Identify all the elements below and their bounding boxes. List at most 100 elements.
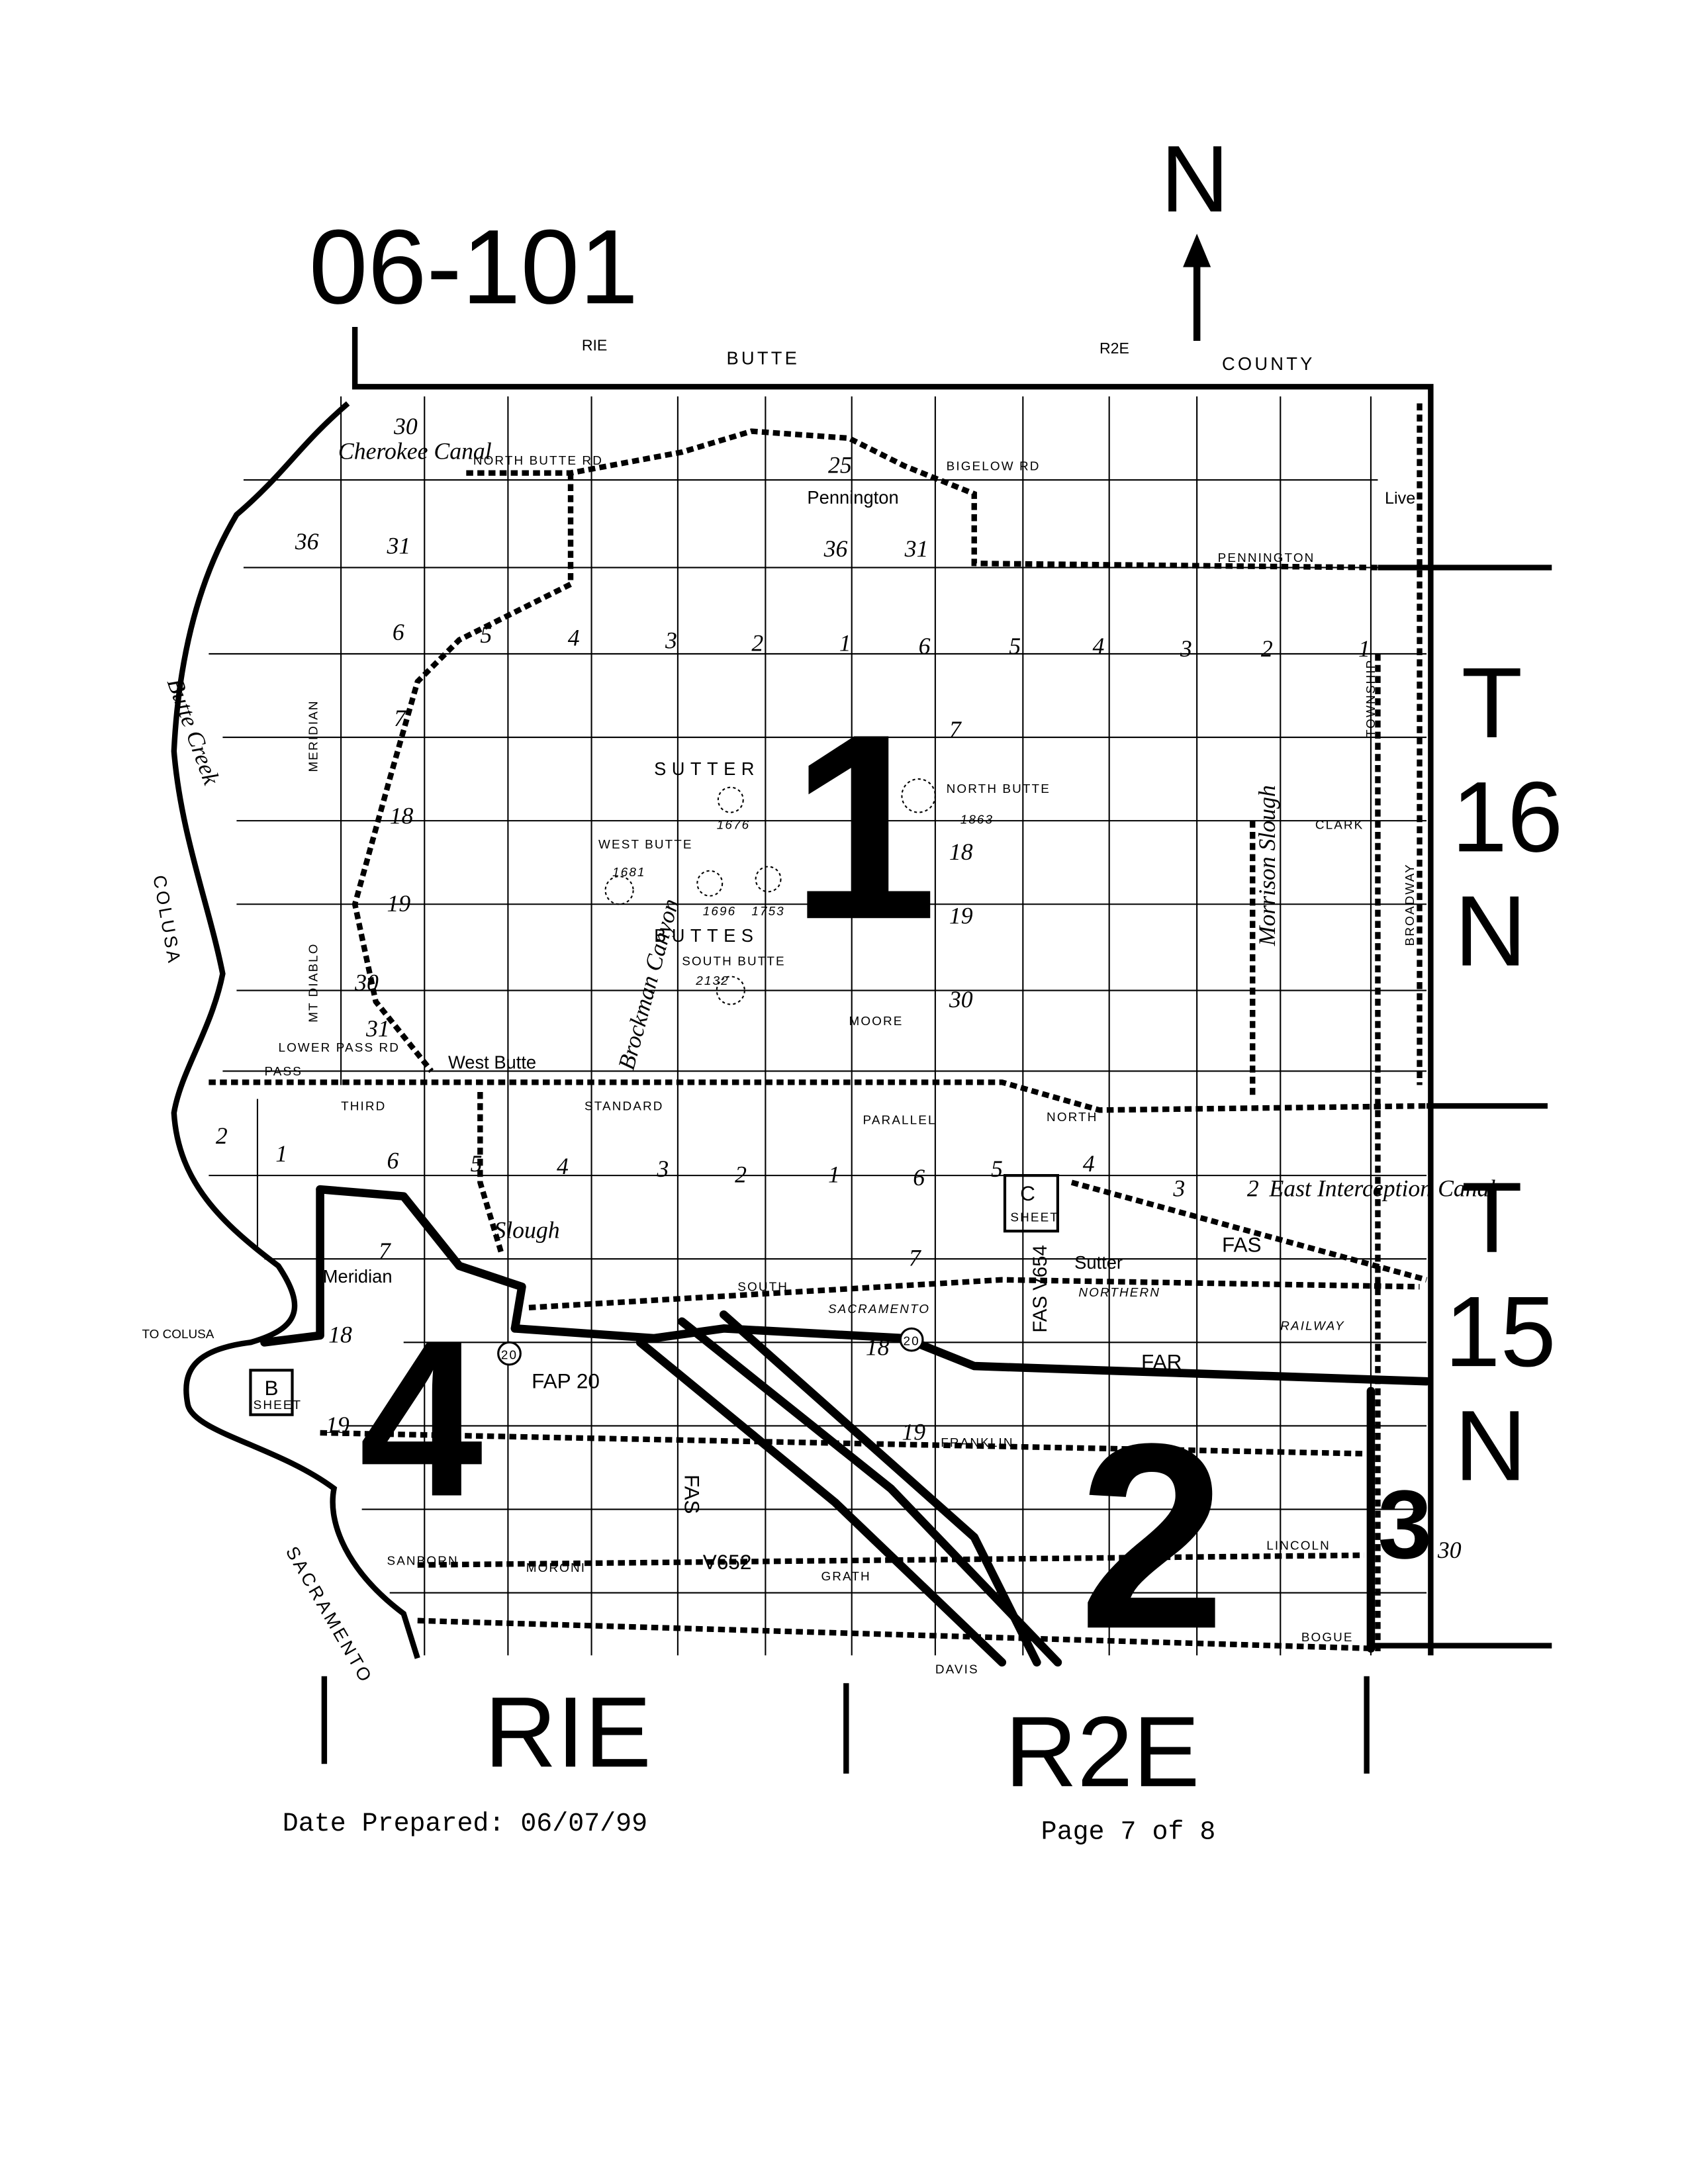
road-bigelow: BIGELOW RD [947, 459, 1041, 473]
section-numbers-top: 36 31 6 5 4 3 2 1 6 5 4 3 2 1 [295, 528, 1370, 662]
road-south: SOUTH [737, 1281, 788, 1295]
peak-name: WEST BUTTE [598, 838, 693, 852]
section-number: 3 [656, 1156, 669, 1182]
peak-1676: 1676 [717, 786, 750, 833]
route-20-shield-icon-2: 20 [899, 1327, 924, 1352]
peak-name: SOUTH BUTTE [682, 955, 786, 969]
township-15n-label: T 15 N [1444, 1162, 1556, 1502]
section-number: 6 [913, 1164, 925, 1191]
county-word: COUNTY [1222, 353, 1315, 374]
sheet-c-box [1003, 1174, 1059, 1233]
to-colusa-label: TO COLUSA [142, 1328, 214, 1342]
route-fas-v652: FAS [680, 1475, 704, 1514]
section-number: 2 [735, 1161, 747, 1188]
peak-south-butte: SOUTH BUTTE 2132 [682, 955, 786, 1005]
road-moore: MOORE [849, 1015, 904, 1028]
section-number: 18 [328, 1321, 352, 1347]
page-number: Page 7 of 8 [1041, 1817, 1216, 1847]
peak-elevation: 1863 [960, 813, 994, 827]
sheet-b-box [249, 1369, 294, 1416]
section-number: 4 [1083, 1150, 1095, 1177]
section-number: 7 [394, 705, 407, 731]
section-numbers-misc: 30 25 36 31 7 18 19 30 31 7 18 19 30 7 1… [326, 413, 1462, 1563]
section-number: 30 [354, 970, 379, 996]
place-meridian: Meridian [323, 1266, 393, 1287]
county-left-label: COLUSA [149, 874, 185, 967]
section-number: 18 [390, 802, 414, 829]
section-number: 1 [828, 1161, 840, 1188]
road-davis: DAVIS [935, 1663, 979, 1677]
section-number: 4 [568, 624, 580, 651]
section-number: 30 [1437, 1537, 1462, 1563]
route-fas-v654: FAS V654 [1029, 1245, 1051, 1332]
brockman-canyon: Brockman Canyon [613, 896, 684, 1073]
road-pass: PASS [264, 1065, 302, 1079]
north-label: N [1160, 127, 1229, 232]
section-number: 5 [1009, 633, 1021, 659]
zone-2: 2 [1078, 1388, 1225, 1684]
section-number: 6 [919, 633, 931, 659]
sheet-c-label: C [1020, 1181, 1035, 1205]
section-number: 19 [326, 1412, 350, 1438]
section-number: 36 [823, 535, 848, 562]
road-moroni: MORONI [526, 1561, 586, 1575]
road-township: TOWNSHIP [1364, 659, 1378, 737]
county-bottom-label: SACRAMENTO [282, 1543, 377, 1687]
county-top-label: BUTTE [726, 348, 800, 369]
road-bogue: BOGUE [1301, 1631, 1354, 1645]
section-number: 30 [949, 986, 973, 1013]
north-arrow-icon [1183, 234, 1211, 341]
section-number: 5 [991, 1156, 1003, 1182]
range-top-right: R2E [1099, 340, 1129, 357]
road-north-butte: NORTH BUTTE RD [473, 454, 603, 468]
t15-n: N [1454, 1390, 1526, 1502]
road-parallel: PARALLEL [863, 1113, 937, 1127]
peak-elevation: 1676 [717, 819, 750, 833]
road-mt-diablo: MT DIABLO [306, 942, 320, 1022]
route-far: FAR [1141, 1349, 1182, 1373]
section-number: 7 [379, 1238, 392, 1264]
t16-number: 16 [1452, 761, 1563, 873]
peak-1753: 1753 [751, 866, 784, 919]
section-number: 3 [1180, 635, 1192, 662]
t16-n: N [1454, 876, 1526, 987]
section-numbers-mid: 2 1 6 5 4 3 2 1 6 5 4 3 2 [216, 1122, 1259, 1202]
sutter-buttes-label-1: SUTTER [654, 758, 760, 779]
canal-east-interception: East Interception Canal [1268, 1175, 1495, 1202]
shield-number: 20 [904, 1335, 920, 1349]
section-number: 25 [828, 452, 852, 478]
section-number: 3 [1172, 1175, 1185, 1202]
route-fas-east: FAS [1222, 1233, 1262, 1257]
place-pennington: Pennington [807, 487, 898, 508]
zone-3: 3 [1378, 1471, 1432, 1579]
sheet-c-word: SHEET [1010, 1210, 1059, 1224]
date-prepared: Date Prepared: 06/07/99 [283, 1809, 647, 1839]
peak-elevation: 2132 [695, 974, 729, 988]
t15-number: 15 [1444, 1276, 1556, 1388]
section-number: 36 [295, 528, 319, 555]
section-number: 1 [1358, 635, 1370, 662]
place-sutter: Sutter [1074, 1252, 1123, 1273]
road-sanborn: SANBORN [387, 1555, 458, 1569]
road-franklin: FRANKLIN [941, 1436, 1013, 1450]
section-grid [209, 396, 1427, 1656]
range-dividers [321, 1676, 1370, 1774]
road-northern: NORTHERN [1078, 1286, 1160, 1300]
section-number: 1 [839, 630, 851, 657]
road-broadway: BROADWAY [1403, 863, 1417, 946]
range-r2e-bottom: R2E [1005, 1696, 1199, 1808]
section-number: 31 [365, 1015, 390, 1042]
section-number: 4 [1092, 633, 1104, 659]
zone-1: 1 [790, 678, 937, 974]
sheet-b-label: B [264, 1376, 278, 1400]
peak-name: NORTH BUTTE [947, 782, 1051, 796]
road-sacramento: SACRAMENTO [828, 1302, 930, 1316]
section-number: 2 [1247, 1175, 1259, 1202]
section-number: 6 [387, 1148, 398, 1174]
map-id-title: 06-101 [309, 207, 639, 326]
road-grath: GRATH [821, 1570, 870, 1584]
section-number: 19 [949, 903, 973, 929]
section-number: 31 [904, 535, 929, 562]
sutter-buttes-label-2: BUTTES [654, 925, 759, 946]
